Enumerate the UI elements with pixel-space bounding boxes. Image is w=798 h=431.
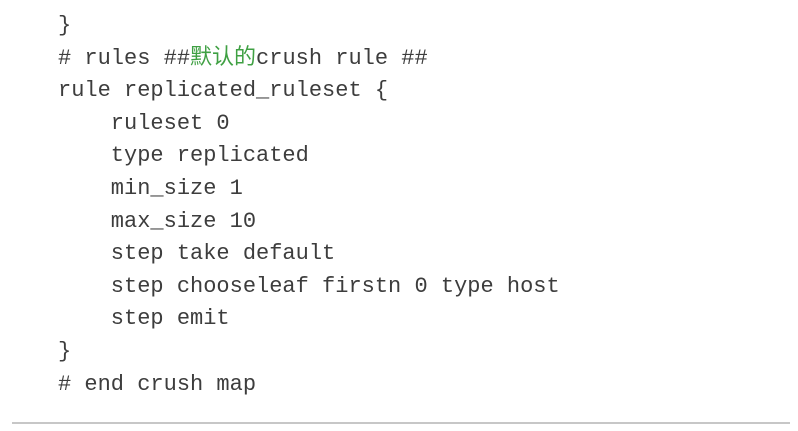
code-text: # rules ## bbox=[58, 45, 191, 71]
code-text: step take default bbox=[58, 241, 336, 267]
code-text: rule replicated_ruleset { bbox=[58, 78, 389, 104]
code-block: }# rules ##默认的crush rule ##rule replicat… bbox=[58, 10, 560, 401]
code-text: # end crush map bbox=[58, 371, 257, 397]
code-text: max_size 10 bbox=[58, 208, 257, 234]
page-divider bbox=[12, 422, 790, 424]
code-text: step chooseleaf firstn 0 type host bbox=[58, 273, 560, 299]
code-text: type replicated bbox=[58, 143, 309, 169]
code-text: } bbox=[58, 338, 72, 364]
code-text: } bbox=[58, 13, 72, 38]
code-line: max_size 10 bbox=[58, 206, 560, 239]
code-text: min_size 1 bbox=[58, 175, 243, 201]
code-line: ruleset 0 bbox=[58, 108, 560, 141]
code-text: ruleset 0 bbox=[58, 110, 230, 136]
code-line: # end crush map bbox=[58, 369, 560, 402]
code-line: step chooseleaf firstn 0 type host bbox=[58, 271, 560, 304]
code-line: min_size 1 bbox=[58, 173, 560, 206]
code-line: } bbox=[58, 336, 560, 369]
code-line: rule replicated_ruleset { bbox=[58, 75, 560, 108]
code-line: } bbox=[58, 10, 560, 43]
code-line: step emit bbox=[58, 303, 560, 336]
code-line: # rules ##默认的crush rule ## bbox=[58, 43, 560, 76]
highlighted-comment-text: 默认的 bbox=[190, 45, 257, 71]
code-line: step take default bbox=[58, 238, 560, 271]
code-text: step emit bbox=[58, 306, 230, 332]
code-text: crush rule ## bbox=[256, 45, 428, 71]
code-line: type replicated bbox=[58, 140, 560, 173]
